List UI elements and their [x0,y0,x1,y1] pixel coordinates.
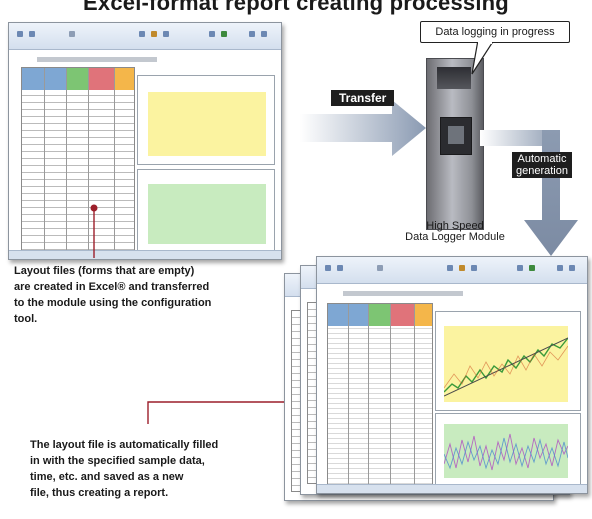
layout-note-line-1: Layout files (forms that are empty) [14,265,195,277]
page-heading: Excel-format report creating processing [83,0,509,15]
report-note: The layout file is automatically filled … [30,437,280,501]
empty-line-chart [137,75,275,165]
transfer-label: Transfer [331,90,395,106]
report-note-line-1: The layout file is automatically filled [30,439,219,451]
automatic-generation-label: Automatic generation [512,152,572,178]
layout-note-line-2: are created in Excel® and transferred [14,281,210,293]
layout-note-line-4: tool. [14,313,38,325]
callout-text: Data logging in progress [435,26,555,38]
report-note-line-3: time, etc. and saved as a new [30,471,184,483]
data-logging-callout: Data logging in progress [420,21,570,43]
report-screenshot-front [316,256,588,494]
automatic-generation-arrow [480,130,578,256]
excel-ribbon [9,23,281,50]
module-name-line-2: Data Logger Module [405,231,505,243]
empty-bar-chart [137,169,275,251]
layout-note-line-3: to the module using the configuration [14,297,212,309]
empty-data-table [21,67,135,255]
filled-data-table [327,303,433,487]
status-bar [9,250,281,259]
data-logger-module [426,58,484,230]
module-caption: High Speed Data Logger Module [370,221,540,243]
report-ribbon [317,257,587,284]
filled-line-chart [435,311,581,411]
sheet-title-bar [37,57,157,62]
transfer-arrow [300,100,426,156]
ethernet-port [440,117,472,155]
filled-bar-chart [435,413,581,485]
module-name-line-1: High Speed [426,220,484,232]
layout-files-note: Layout files (forms that are empty) are … [14,263,284,327]
module-top-indicators [437,67,471,89]
empty-layout-screenshot [8,22,282,260]
report-note-line-4: file, thus creating a report. [30,487,169,499]
auto-label-line-1: Automatic [517,153,567,165]
auto-label-line-2: generation [516,165,568,177]
report-note-line-2: in with the specified sample data, [30,455,205,467]
